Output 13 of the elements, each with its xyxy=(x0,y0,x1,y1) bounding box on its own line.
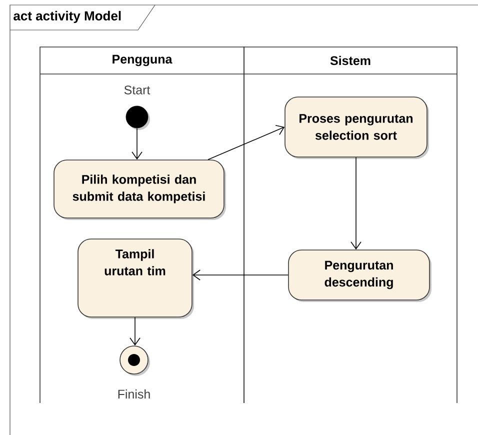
arrow xyxy=(350,157,362,250)
node-label: Finish xyxy=(118,389,150,399)
action-box: Tampil urutan tim xyxy=(78,238,194,319)
action-box: Pilih kompetisi dan submit data kompetisi xyxy=(54,160,226,220)
action-box: Proses pengurutan selection sort xyxy=(284,96,429,159)
node-label: Start xyxy=(124,86,150,94)
arrow xyxy=(130,317,140,346)
arrow xyxy=(208,125,285,160)
start-node xyxy=(126,106,150,130)
arrow xyxy=(132,128,142,160)
action-box: Pengurutan descending xyxy=(288,250,432,302)
end-node xyxy=(120,346,150,376)
arrow xyxy=(192,270,288,280)
